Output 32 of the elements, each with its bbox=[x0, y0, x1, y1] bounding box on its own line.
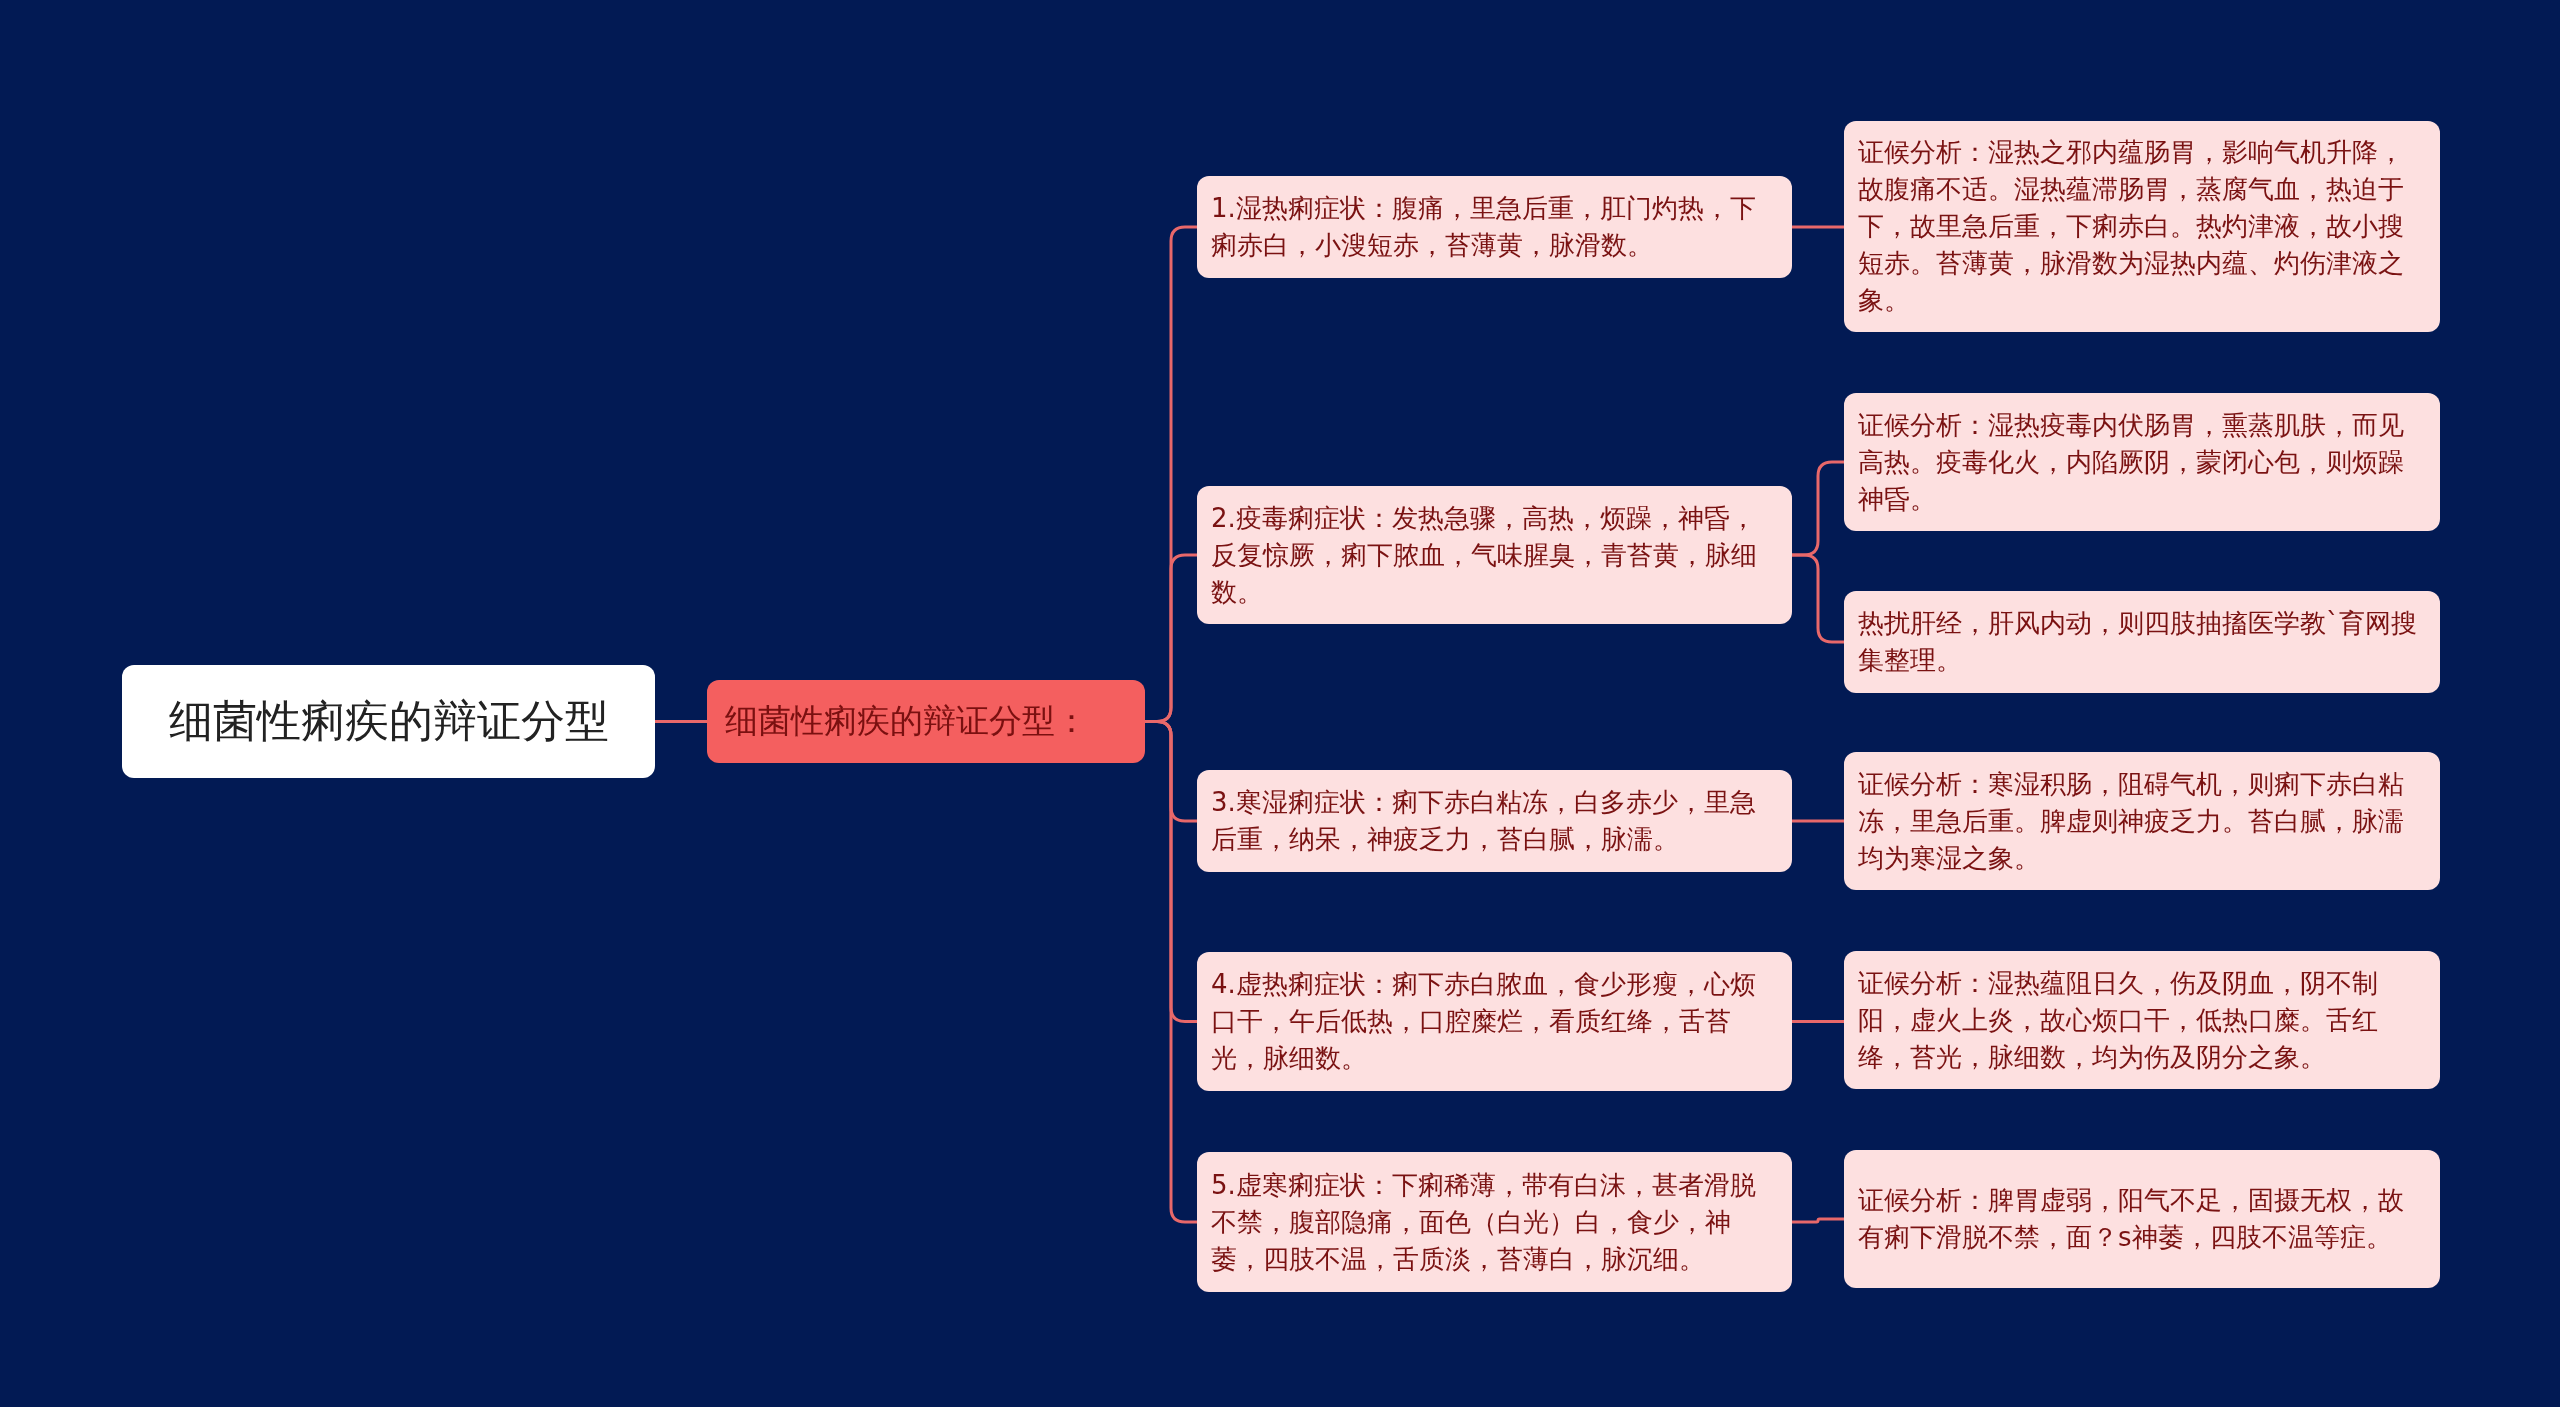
subtopic-box bbox=[1197, 1152, 1792, 1292]
connector-line bbox=[655, 720, 707, 723]
subtopic-box bbox=[1844, 393, 2440, 531]
node-text: 3.寒湿痢症状：痢下赤白粘冻，白多赤少，里急后重，纳呆，神疲乏力，苔白腻，脉濡。 bbox=[1211, 786, 1757, 856]
central-topic-box bbox=[122, 665, 655, 778]
subtopic-box bbox=[1844, 951, 2440, 1089]
subtopic-box bbox=[1197, 770, 1792, 872]
subtopic-box bbox=[1844, 1150, 2440, 1288]
connector-line bbox=[1792, 553, 1844, 644]
node-text: 证候分析：湿热之邪内蕴肠胃，影响气机升降，故腹痛不适。湿热蕴滞肠胃，蒸腐气血，热迫于下，故里急后重，下痢赤白。热灼津液，故小搜短赤。苔薄黄，脉滑数为湿热内蕴、灼伤津液之象。 bbox=[1858, 136, 2405, 317]
connector-line bbox=[1792, 1020, 1844, 1023]
node-text: 2.疫毒痢症状：发热急骤，高热，烦躁，神昏，反复惊厥，痢下脓血，气味腥臭，青苔黄，脉细数。 bbox=[1211, 501, 1758, 609]
subtopic-box bbox=[1844, 752, 2440, 890]
node-text: 热扰肝经，肝风内动，则四肢抽搐医学教`育网搜集整理。 bbox=[1858, 607, 2418, 677]
topic-box bbox=[707, 680, 1145, 763]
node-text: 证候分析：寒湿积肠，阻碍气机，则痢下赤白粘冻，里急后重。脾虚则神疲乏力。苔白腻，脉濡均为寒湿之象。 bbox=[1858, 767, 2405, 875]
node-text: 证候分析：湿热蕴阻日久，伤及阴血，阴不制阳，虚火上炎，故心烦口干，低热口糜。舌红绛，苔光，脉细数，均为伤及阴分之象。 bbox=[1858, 966, 2379, 1074]
node-text: 证候分析：脾胃虚弱，阳气不足，固摄无权，故有痢下滑脱不禁，面？s神萎，四肢不温等症。 bbox=[1858, 1184, 2405, 1254]
node-text: 1.湿热痢症状：腹痛，里急后重，肛门灼热，下痢赤白，小溲短赤，苔薄黄，脉滑数。 bbox=[1211, 192, 1757, 262]
node-text: 证候分析：湿热疫毒内伏肠胃，熏蒸肌肤，而见高热。疫毒化火，内陷厥阴，蒙闭心包，则烦躁神昏。 bbox=[1858, 408, 2405, 516]
connector-line bbox=[1792, 225, 1844, 229]
connector-line bbox=[1792, 819, 1844, 823]
subtopic-box bbox=[1844, 121, 2440, 332]
subtopic-box bbox=[1197, 952, 1792, 1091]
connector-line bbox=[1792, 1217, 1844, 1224]
subtopic-box bbox=[1844, 591, 2440, 693]
subtopic-box bbox=[1197, 176, 1792, 278]
node-text: 细菌性痢疾的辩证分型： bbox=[725, 700, 1088, 742]
node-text: 细菌性痢疾的辩证分型 bbox=[168, 694, 609, 748]
node-text: 5.虚寒痢症状：下痢稀薄，带有白沫，甚者滑脱不禁，腹部隐痛，面色（白光）白，食少，神萎，四肢不温，舌质淡，苔薄白，脉沉细。 bbox=[1211, 1168, 1757, 1276]
node-text: 4.虚热痢症状：痢下赤白脓血，食少形瘦，心烦口干，午后低热，口腔糜烂，看质红绛，舌苔光，脉细数。 bbox=[1211, 968, 1757, 1075]
subtopic-box bbox=[1197, 486, 1792, 624]
